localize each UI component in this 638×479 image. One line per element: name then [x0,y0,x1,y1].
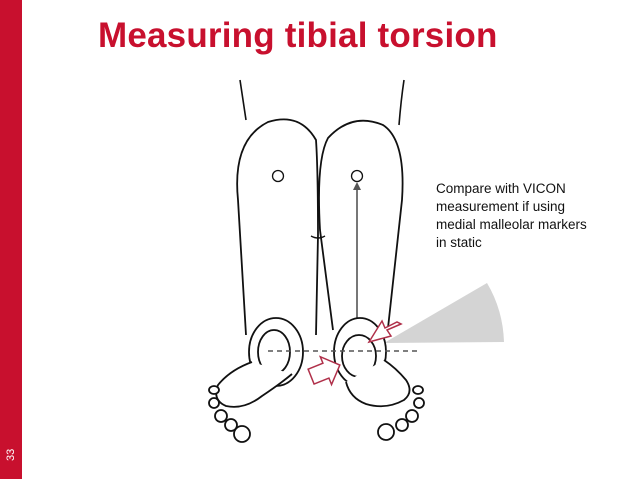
right-thigh-outline [398,79,405,126]
left-thigh-outline [239,79,247,121]
annotation-line: in static [436,235,482,250]
annotation-line: medial malleolar markers [436,217,587,232]
medial-arrow-icon [307,355,341,387]
left-leg-outline [236,118,319,336]
annotation-line: measurement if using [436,199,566,214]
annotation-text: Compare with VICON measurement if using … [436,180,626,252]
right-knee-marker-icon [350,169,364,183]
slide-title: Measuring tibial torsion [98,16,498,55]
lateral-arrow-icon [367,319,403,344]
left-knee-marker-icon [271,169,285,183]
right-leg-outline [318,119,404,331]
left-foot [208,317,304,443]
slide-side-bar: 33 [0,0,22,479]
annotation-line: Compare with VICON [436,181,566,196]
torsion-angle-wedge [384,283,504,343]
